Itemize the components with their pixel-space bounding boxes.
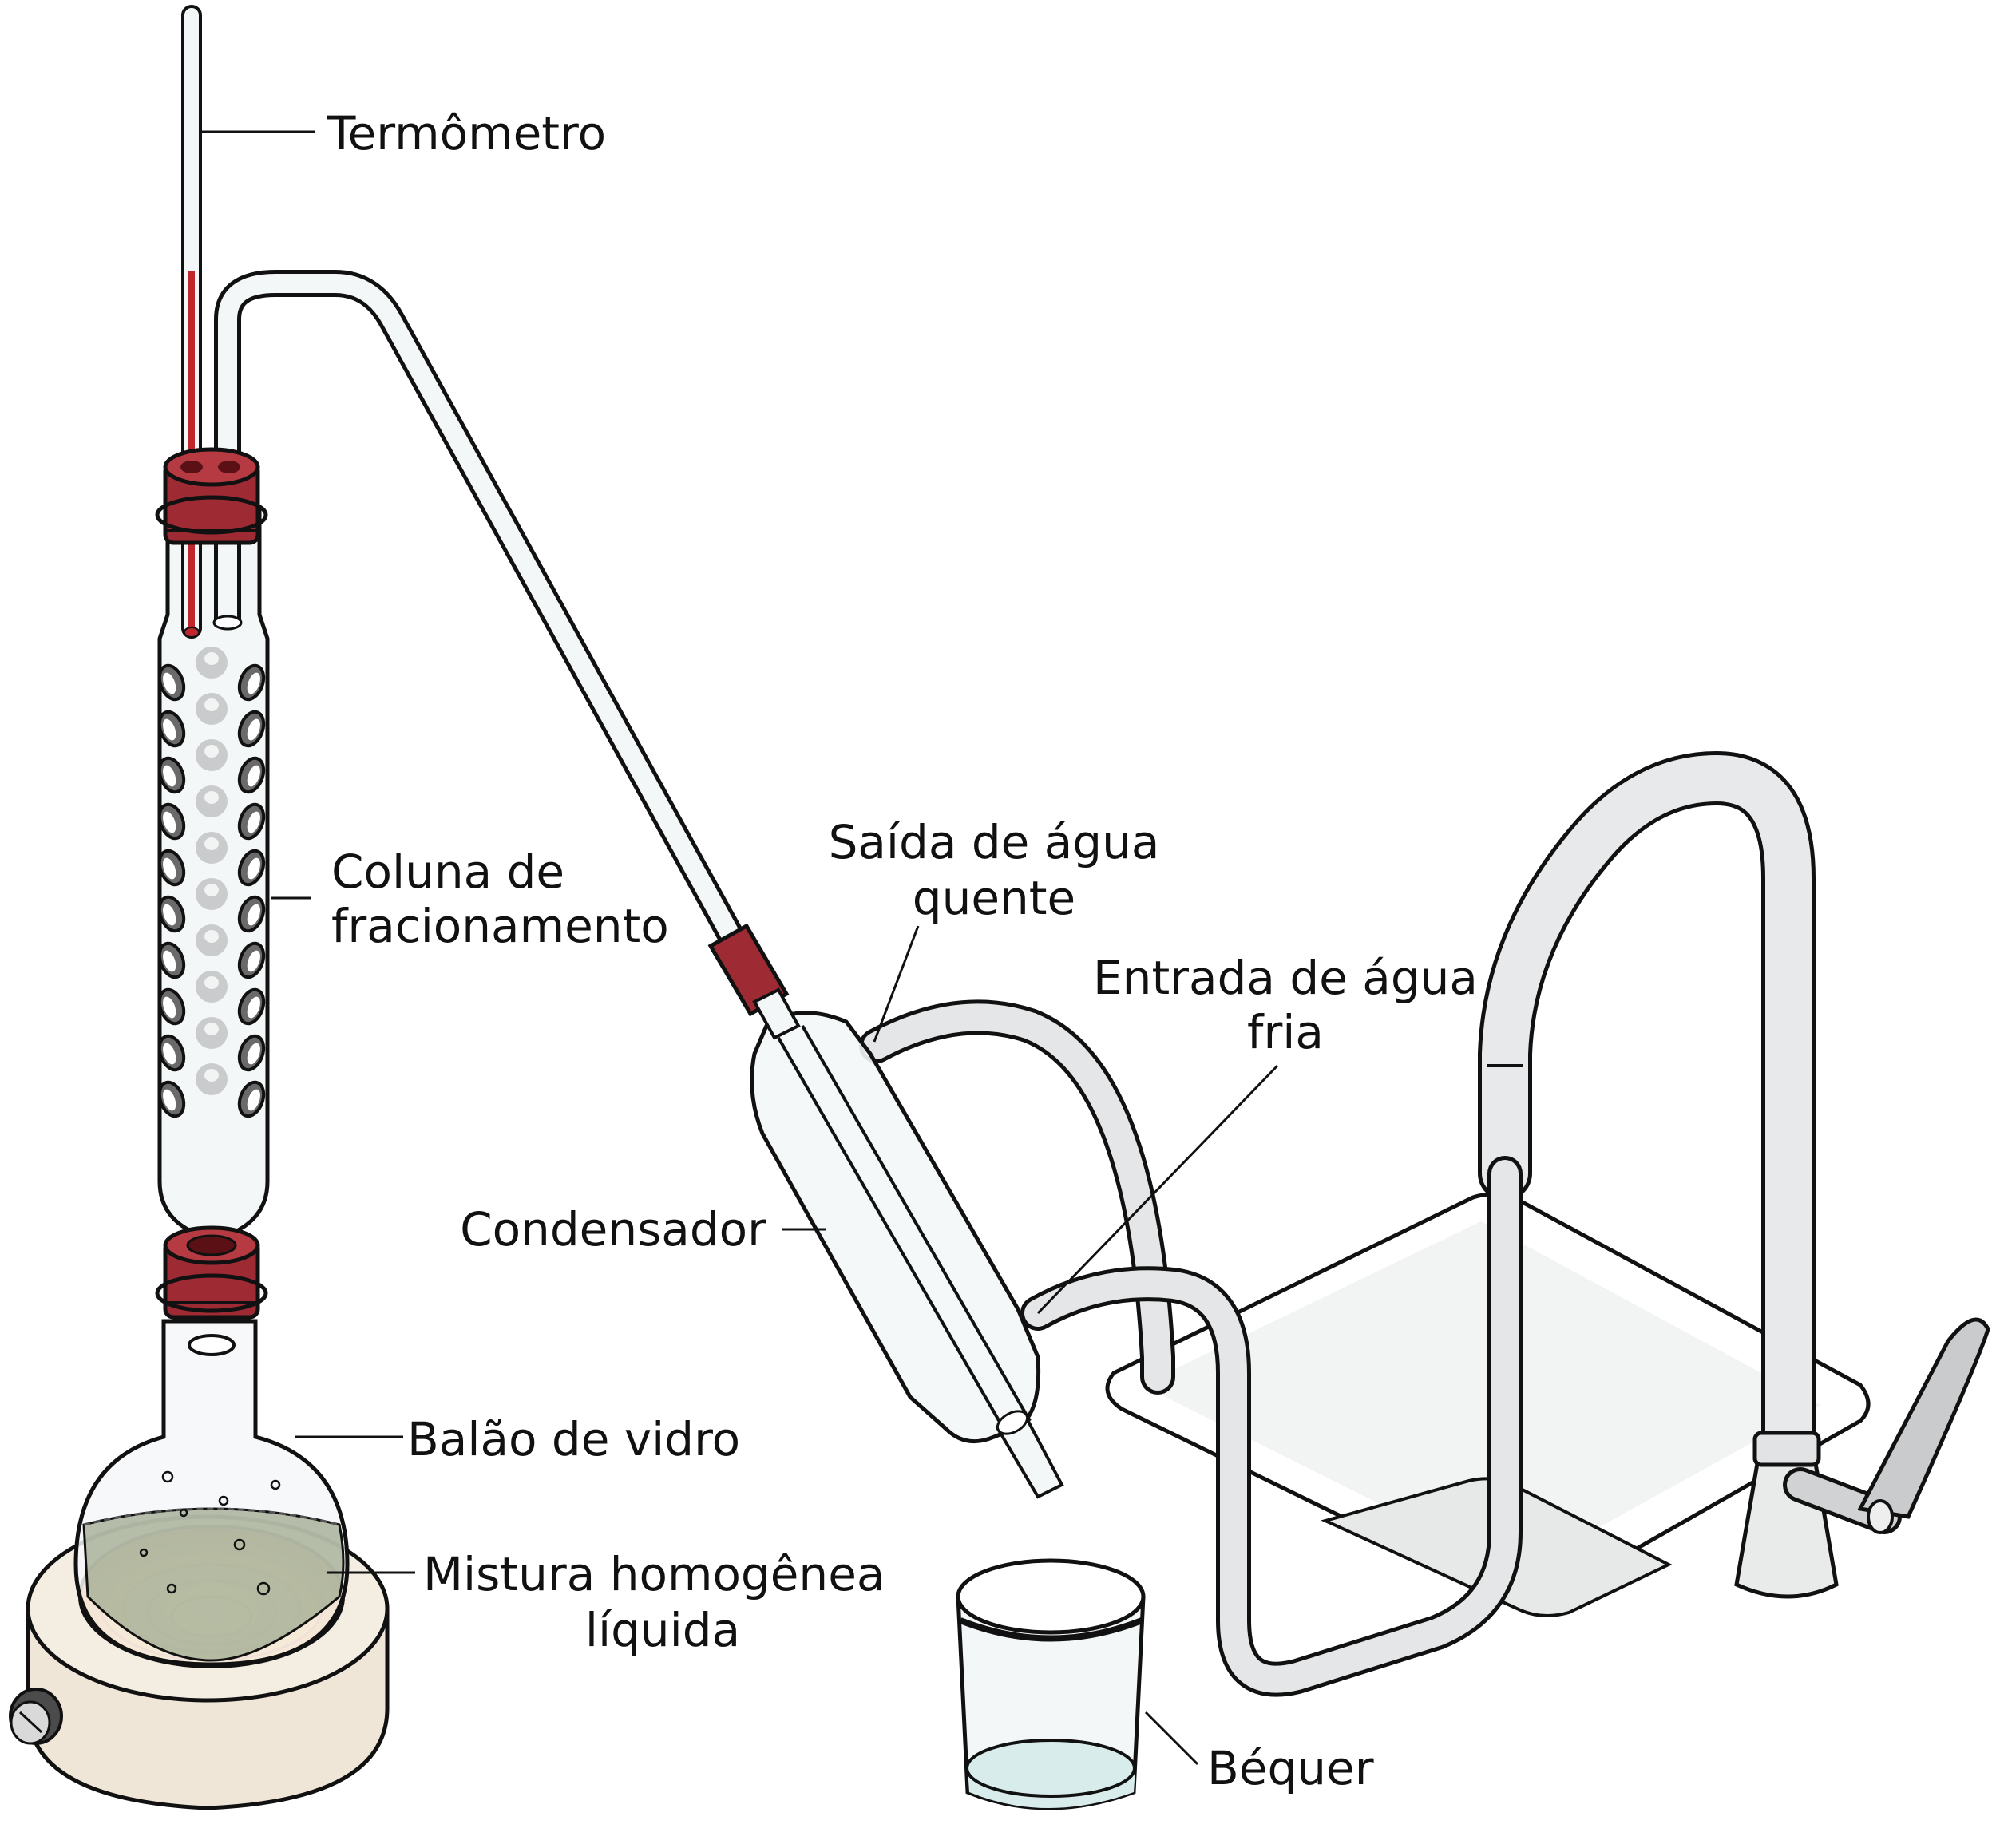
column-indentation-highlight	[247, 1043, 260, 1065]
column-indentation-highlight	[163, 1043, 176, 1065]
column-indentation-highlight	[247, 950, 260, 972]
knob[interactable]	[9, 1688, 63, 1745]
leader-lines	[200, 130, 1279, 1766]
faucet	[1478, 750, 1990, 1599]
lower-stopper	[155, 1225, 268, 1320]
column-indentation-highlight	[163, 1089, 176, 1111]
labels: Termômetro Coluna de fracionamento Saída…	[327, 106, 1478, 1795]
column-bulb-highlight	[204, 791, 219, 804]
column-indentation-highlight	[247, 996, 260, 1019]
column-indentation-highlight	[247, 811, 260, 833]
column-indentation-highlight	[163, 765, 176, 787]
column-indentation-highlight	[163, 904, 176, 926]
column-bulb-highlight	[204, 976, 219, 989]
label-beaker: Béquer	[1207, 1741, 1374, 1795]
column-bulb-highlight	[204, 930, 219, 943]
delivery-tube	[212, 270, 747, 949]
fractionating-column	[157, 508, 270, 1263]
column-bulb-highlight	[204, 837, 219, 850]
column-indentation-highlight	[247, 857, 260, 880]
label-cold-water-2: fria	[1247, 1005, 1324, 1059]
label-column-1: Coluna de	[331, 845, 564, 899]
column-indentation-highlight	[163, 996, 176, 1019]
beaker	[956, 1558, 1146, 1810]
label-condenser: Condensador	[460, 1202, 766, 1256]
column-bulb-highlight	[204, 652, 219, 665]
column-indentation-highlight	[163, 857, 176, 880]
label-mixture-2: líquida	[585, 1603, 740, 1657]
upper-stopper	[155, 447, 268, 545]
label-flask: Balão de vidro	[407, 1412, 740, 1466]
column-indentation-highlight	[247, 765, 260, 787]
round-flask	[73, 1319, 350, 1667]
column-bulb-highlight	[204, 745, 219, 758]
label-hot-water-1: Saída de água	[829, 815, 1160, 869]
column-indentations	[157, 647, 266, 1118]
column-indentation-highlight	[247, 718, 260, 741]
column-indentation-highlight	[247, 904, 260, 926]
water-hoses	[859, 999, 1523, 1697]
column-bulb-highlight	[204, 698, 219, 711]
column-indentation-highlight	[163, 950, 176, 972]
column-indentation-highlight	[163, 718, 176, 741]
label-column-2: fracionamento	[331, 899, 669, 953]
label-thermometer: Termômetro	[327, 106, 606, 160]
column-indentation-highlight	[163, 672, 176, 694]
label-mixture-1: Mistura homogênea	[423, 1547, 885, 1601]
condenser	[707, 923, 1064, 1499]
column-bulb-highlight	[204, 1069, 219, 1082]
column-bulb-highlight	[204, 884, 219, 896]
label-hot-water-2: quente	[913, 871, 1075, 925]
column-indentation-highlight	[247, 1089, 260, 1111]
column-indentation-highlight	[247, 672, 260, 694]
column-indentation-highlight	[163, 811, 176, 833]
column-bulb-highlight	[204, 1023, 219, 1035]
label-cold-water-1: Entrada de água	[1093, 951, 1478, 1005]
